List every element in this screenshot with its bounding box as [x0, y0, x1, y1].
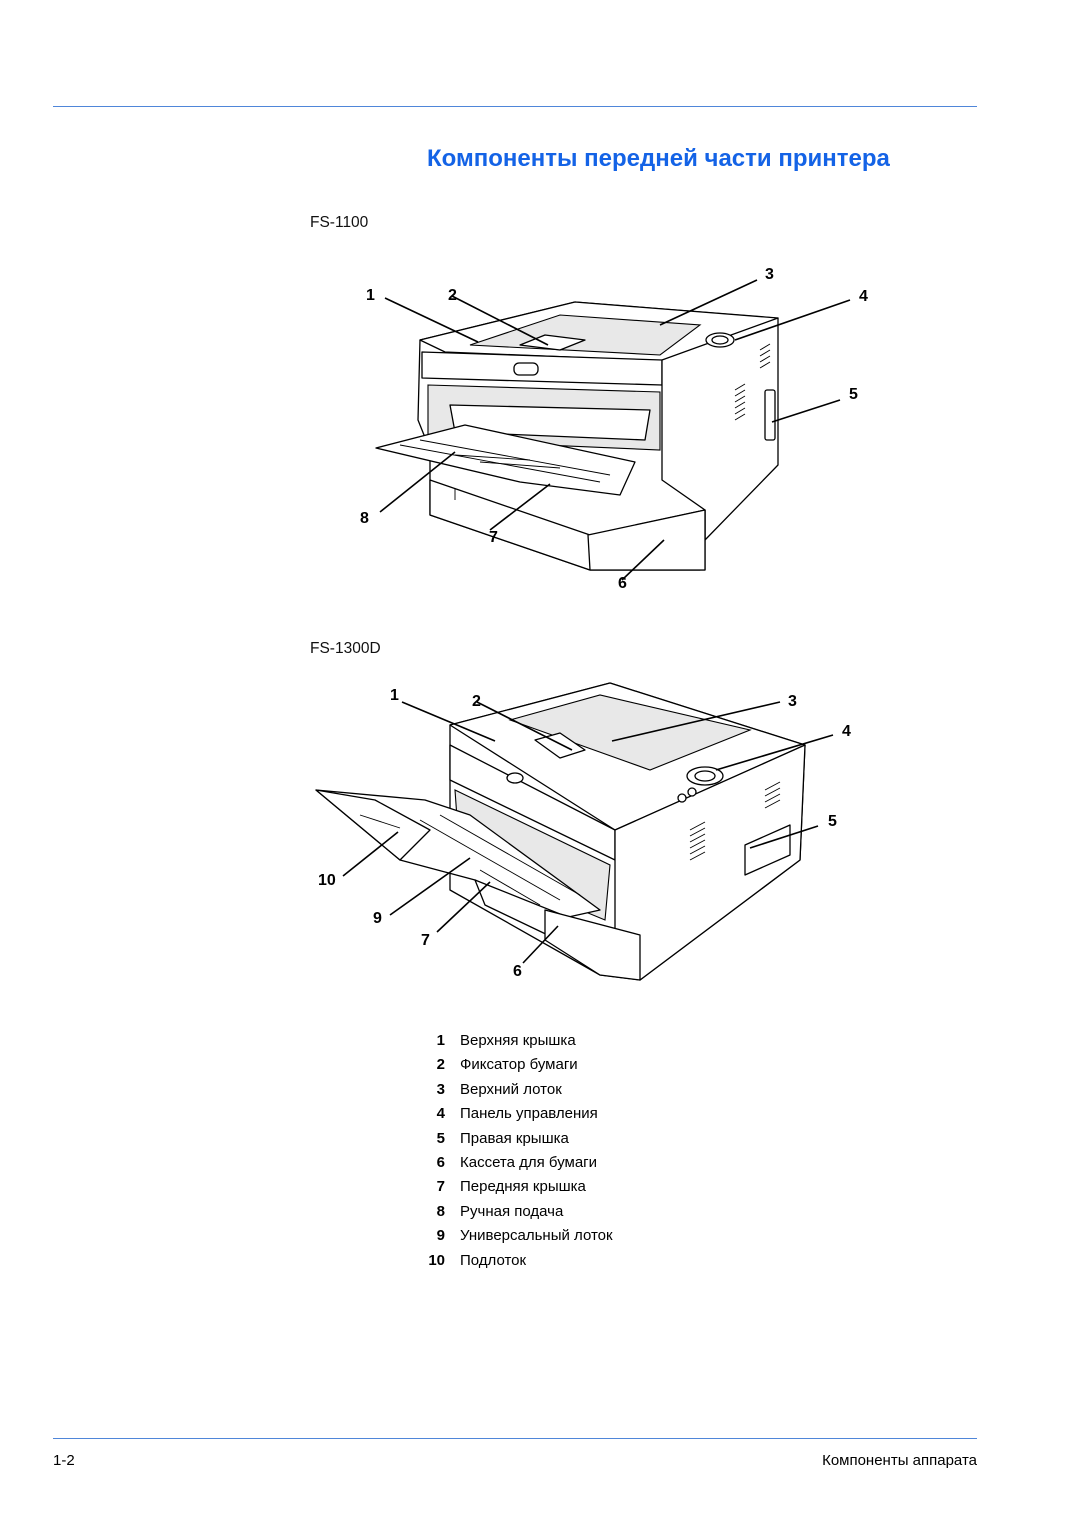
figure-model-label: FS-1300D [310, 640, 381, 657]
callout-5: 5 [828, 813, 837, 830]
callout-7: 7 [421, 932, 430, 949]
callout-3: 3 [765, 266, 774, 283]
callout-6: 8 [360, 510, 369, 527]
callout-6: 6 [513, 963, 522, 980]
printer-illustration-fs1300d: 1 2 3 4 5 10 9 7 6 [315, 682, 851, 981]
callout-3: 3 [788, 693, 797, 710]
figure-model-label: FS-1100 [310, 214, 369, 231]
callout-9: 9 [373, 910, 382, 927]
bottom-rule [53, 1438, 977, 1439]
callout-8: 6 [618, 575, 627, 592]
callout-1: 1 [390, 687, 399, 704]
callout-2: 2 [448, 287, 457, 304]
callout-10: 10 [318, 872, 336, 889]
page-number: 1-2 [53, 1452, 75, 1469]
page-title: Компоненты передней части принтера [427, 145, 890, 172]
callout-2: 2 [472, 693, 481, 710]
callout-4: 4 [859, 288, 868, 305]
callout-7: 7 [489, 529, 498, 546]
callout-5: 5 [849, 386, 858, 403]
callout-4: 4 [842, 723, 851, 740]
printer-illustration-fs1100: 1 2 3 4 5 8 7 6 [360, 266, 868, 592]
top-rule [53, 106, 977, 107]
callout-1: 1 [366, 287, 375, 304]
footer-section-title: Компоненты аппарата [822, 1452, 977, 1469]
